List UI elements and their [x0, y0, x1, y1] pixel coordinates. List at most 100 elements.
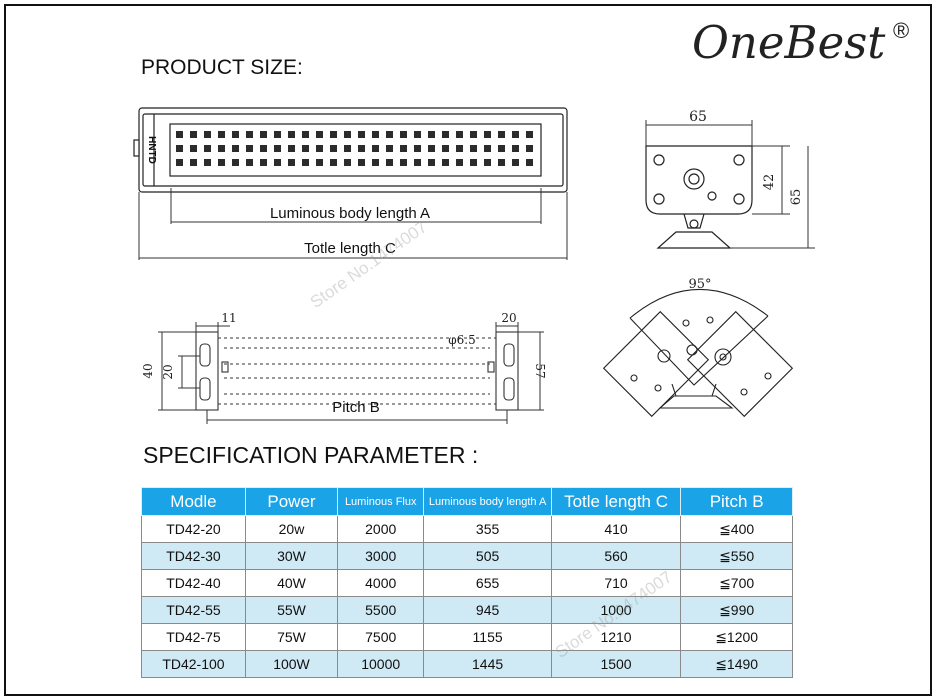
dim-42: 42 [762, 174, 777, 191]
table-row: TD42-55 55W 5500 945 1000 ≦990 [141, 596, 793, 624]
led-chip [204, 159, 211, 166]
cell-length-c: 1000 [550, 596, 682, 624]
led-chip [288, 145, 295, 152]
table-header-row: Modle Power Luminous Flux Luminous body … [141, 487, 793, 516]
cell-length-c: 1210 [550, 623, 682, 651]
led-chip [246, 145, 253, 152]
cell-flux: 7500 [337, 623, 425, 651]
cell-model: TD42-20 [141, 515, 246, 543]
led-chip [218, 145, 225, 152]
cell-power: 40W [244, 569, 339, 597]
col-header: Totle length C [550, 487, 682, 516]
dim-40: 40 [141, 363, 155, 378]
led-chip [498, 159, 505, 166]
led-chip [302, 131, 309, 138]
cell-power: 100W [244, 650, 339, 678]
cell-model: TD42-55 [141, 596, 246, 624]
spec-table: Modle Power Luminous Flux Luminous body … [141, 487, 793, 678]
led-chip [442, 131, 449, 138]
led-chip [302, 159, 309, 166]
led-chip [526, 145, 533, 152]
cell-flux: 10000 [337, 650, 425, 678]
led-chip [358, 159, 365, 166]
led-chip [456, 159, 463, 166]
led-chip [512, 159, 519, 166]
led-chip [414, 159, 421, 166]
led-chip [232, 145, 239, 152]
led-chip [176, 131, 183, 138]
led-chip [274, 159, 281, 166]
led-chip [344, 159, 351, 166]
product-size-heading: PRODUCT SIZE: [141, 56, 303, 79]
led-chip [428, 131, 435, 138]
lamp-front-view [133, 107, 568, 193]
led-chip [288, 131, 295, 138]
cell-length-c: 410 [550, 515, 682, 543]
led-chip [274, 131, 281, 138]
table-row: TD42-100 100W 10000 1445 1500 ≦1490 [141, 650, 793, 678]
led-chip [190, 145, 197, 152]
led-chip [316, 145, 323, 152]
table-row: TD42-40 40W 4000 655 710 ≦700 [141, 569, 793, 597]
led-chip [484, 131, 491, 138]
dim-20-right: 20 [501, 311, 516, 325]
cell-length-c: 1500 [550, 650, 682, 678]
dim-20-left: 20 [161, 364, 175, 379]
cell-flux: 2000 [337, 515, 425, 543]
cell-model: TD42-100 [141, 650, 246, 678]
rotation-view [602, 289, 794, 418]
led-chip [344, 145, 351, 152]
led-chip [246, 131, 253, 138]
dim-65-side: 65 [789, 189, 804, 206]
led-chip [386, 145, 393, 152]
led-chip [204, 145, 211, 152]
cell-length-c: 560 [550, 542, 682, 570]
bracket-view [195, 331, 519, 411]
cell-length-c: 710 [550, 569, 682, 597]
end-view [645, 145, 753, 249]
led-chip [260, 145, 267, 152]
cell-pitch: ≦1490 [680, 650, 793, 678]
spec-parameter-heading: SPECIFICATION PARAMETER : [143, 442, 479, 468]
cell-model: TD42-40 [141, 569, 246, 597]
cell-length-a: 655 [423, 569, 552, 597]
luminous-length-label: Luminous body length A [270, 205, 430, 222]
col-header: Power [244, 487, 339, 516]
cell-flux: 5500 [337, 596, 425, 624]
col-header: Luminous body length A [423, 487, 552, 516]
led-chip [176, 145, 183, 152]
led-chip [456, 131, 463, 138]
brand-logo: OneBest [692, 16, 886, 69]
led-chip [344, 131, 351, 138]
led-chip [414, 131, 421, 138]
led-chip [330, 145, 337, 152]
led-chip [442, 159, 449, 166]
cell-pitch: ≦700 [680, 569, 793, 597]
led-chip [526, 131, 533, 138]
led-chip [260, 131, 267, 138]
cell-model: TD42-75 [141, 623, 246, 651]
led-chip [372, 159, 379, 166]
led-chip [400, 145, 407, 152]
cell-length-a: 1155 [423, 623, 552, 651]
cell-flux: 3000 [337, 542, 425, 570]
col-header: Modle [141, 487, 246, 516]
led-chip [470, 131, 477, 138]
led-chip [358, 145, 365, 152]
total-length-label: Totle length C [304, 240, 396, 257]
led-chip [470, 145, 477, 152]
table-row: TD42-75 75W 7500 1155 1210 ≦1200 [141, 623, 793, 651]
led-chip [330, 131, 337, 138]
led-chip [512, 131, 519, 138]
led-chip [442, 145, 449, 152]
dim-11: 11 [221, 311, 236, 325]
cell-flux: 4000 [337, 569, 425, 597]
table-row: TD42-30 30W 3000 505 560 ≦550 [141, 542, 793, 570]
led-chip [414, 145, 421, 152]
led-chip [484, 159, 491, 166]
led-chip [456, 145, 463, 152]
length-c-dimension [138, 192, 568, 260]
led-chip [288, 159, 295, 166]
length-a-dimension [170, 188, 542, 224]
